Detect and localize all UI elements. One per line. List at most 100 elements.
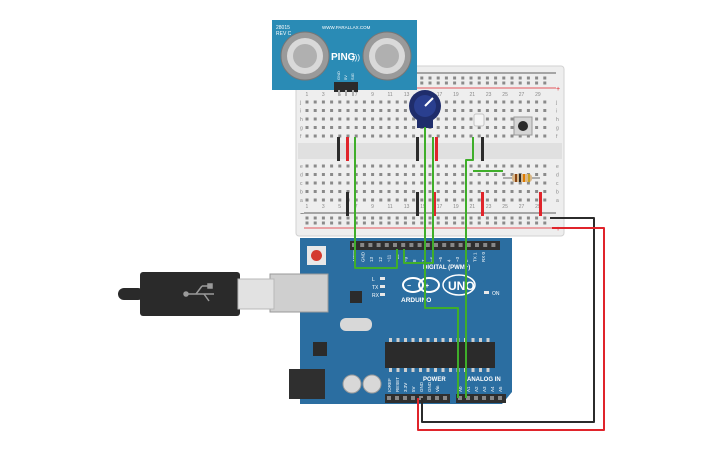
breadboard-hole xyxy=(354,221,358,225)
breadboard-row-label: h xyxy=(300,117,303,123)
breadboard-hole xyxy=(362,134,366,138)
header-hole xyxy=(434,243,438,247)
breadboard-row-label: e xyxy=(556,164,559,170)
breadboard-hole xyxy=(526,221,530,225)
breadboard-row-label: h xyxy=(556,117,559,123)
breadboard-hole xyxy=(362,164,366,168)
jumper-red-4 xyxy=(481,192,484,216)
breadboard-hole xyxy=(379,198,383,202)
breadboard-hole xyxy=(502,198,506,202)
breadboard-row-label: b xyxy=(300,190,303,196)
digital-pin-label: ~11 xyxy=(386,254,391,262)
breadboard-hole xyxy=(502,76,506,80)
header-hole xyxy=(427,396,431,400)
breadboard-hole xyxy=(526,198,530,202)
breadboard-hole xyxy=(428,198,432,202)
chip-pin xyxy=(404,338,407,342)
breadboard-hole xyxy=(403,190,407,193)
chip-pin xyxy=(404,368,407,372)
breadboard-hole xyxy=(477,173,481,176)
breadboard-hole xyxy=(502,181,506,185)
breadboard-column-number: 3 xyxy=(322,92,325,98)
breadboard-hole xyxy=(346,134,350,138)
breadboard-hole xyxy=(518,100,522,104)
breadboard-hole xyxy=(469,134,473,138)
wire-black-gnd xyxy=(421,217,595,423)
breadboard-hole xyxy=(346,181,350,185)
breadboard-hole xyxy=(305,221,309,225)
breadboard-hole xyxy=(502,164,506,168)
breadboard-hole xyxy=(313,164,317,168)
breadboard-hole xyxy=(379,190,383,193)
breadboard-hole xyxy=(362,109,366,112)
breadboard-hole xyxy=(395,126,399,129)
breadboard-hole xyxy=(387,221,391,225)
breadboard-hole xyxy=(354,126,358,129)
pushbutton[interactable] xyxy=(513,116,533,136)
digital-pin-label: ~5 xyxy=(438,256,443,262)
breadboard-hole xyxy=(436,76,440,80)
breadboard-hole xyxy=(395,134,399,138)
power-pin-label: IOREF xyxy=(387,378,392,392)
breadboard-hole xyxy=(485,126,489,129)
breadboard-hole xyxy=(371,190,375,193)
breadboard-hole xyxy=(543,173,547,176)
breadboard-hole xyxy=(453,134,457,138)
breadboard-column-number: 21 xyxy=(470,204,476,210)
breadboard-hole xyxy=(403,216,407,220)
breadboard-hole xyxy=(510,181,514,185)
breadboard-hole xyxy=(494,221,498,225)
breadboard-hole xyxy=(494,190,498,193)
breadboard-hole xyxy=(428,134,432,138)
breadboard-hole xyxy=(313,216,317,220)
breadboard-column-number: 17 xyxy=(437,204,443,210)
breadboard-hole xyxy=(387,198,391,202)
chip-pin xyxy=(434,368,437,372)
breadboard-hole xyxy=(313,221,317,225)
breadboard-hole xyxy=(313,198,317,202)
breadboard-hole xyxy=(436,164,440,168)
breadboard-hole xyxy=(436,198,440,202)
breadboard-hole xyxy=(395,173,399,176)
resistor xyxy=(503,174,540,182)
breadboard-hole xyxy=(403,181,407,185)
jumper-red-3 xyxy=(433,192,436,216)
header-hole xyxy=(401,243,406,247)
chip-pin xyxy=(419,338,422,342)
breadboard-hole xyxy=(453,100,457,104)
wire-red-5v xyxy=(417,227,605,431)
breadboard-hole xyxy=(420,81,424,85)
breadboard-hole xyxy=(428,81,432,85)
breadboard-hole xyxy=(379,164,383,168)
breadboard-hole xyxy=(469,173,473,176)
breadboard-hole xyxy=(338,190,342,193)
reset-button-cap[interactable] xyxy=(311,250,322,261)
breadboard-hole xyxy=(526,181,530,185)
breadboard-hole xyxy=(477,216,481,220)
breadboard-hole xyxy=(535,109,539,112)
ping-brand: PING xyxy=(331,52,356,63)
breadboard-column-number: 29 xyxy=(535,92,541,98)
breadboard-hole xyxy=(412,117,416,121)
breadboard-hole xyxy=(453,198,457,202)
breadboard-hole xyxy=(412,198,416,202)
capacitor-2 xyxy=(362,374,382,394)
potentiometer[interactable] xyxy=(409,90,441,128)
breadboard-hole xyxy=(420,190,424,193)
breadboard-hole xyxy=(436,221,440,225)
status-led xyxy=(380,293,385,296)
breadboard-hole xyxy=(387,173,391,176)
digital-pin-label: 4 xyxy=(447,259,452,262)
breadboard-hole xyxy=(485,117,489,121)
breadboard-hole xyxy=(510,76,514,80)
breadboard-row-label: f xyxy=(556,134,558,140)
breadboard-hole xyxy=(494,164,498,168)
breadboard-hole xyxy=(461,100,465,104)
breadboard-hole xyxy=(330,216,334,220)
breadboard-hole xyxy=(387,109,391,112)
svg-text:−: − xyxy=(407,283,411,290)
breadboard-hole xyxy=(321,100,325,104)
header-hole xyxy=(450,243,455,247)
